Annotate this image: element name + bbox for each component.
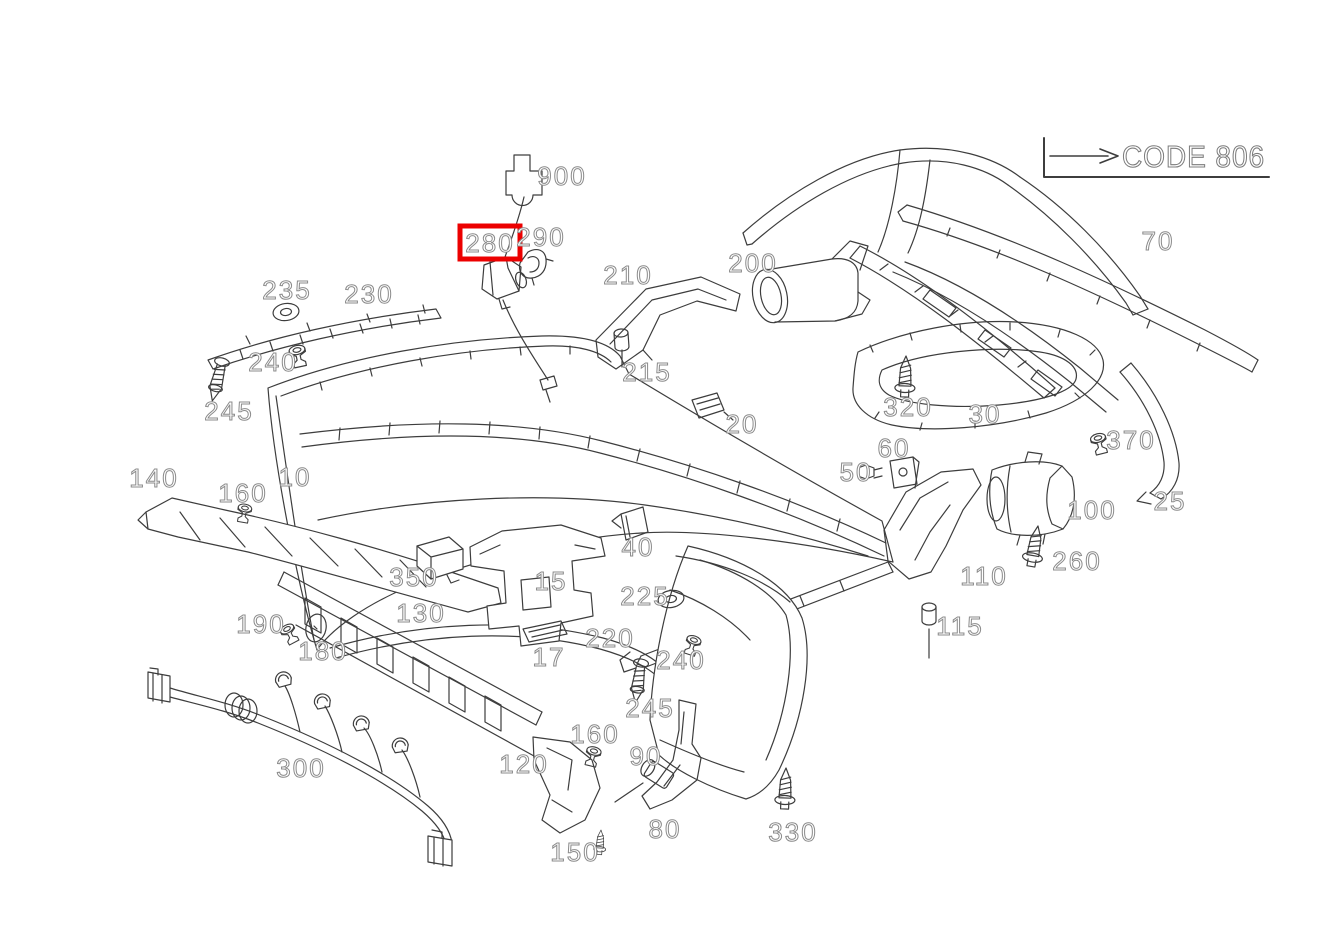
part-label-130[interactable]: 130 <box>396 598 445 629</box>
part-label-90[interactable]: 90 <box>629 741 663 772</box>
code-banner-label: CODE 806 <box>1122 139 1265 174</box>
part-label-220[interactable]: 220 <box>585 623 634 654</box>
part-drawing-bracket-140 <box>137 497 502 613</box>
part-label-50[interactable]: 50 <box>839 457 873 488</box>
part-label-200[interactable]: 200 <box>728 248 777 279</box>
part-drawing-diffuser-130 <box>277 571 543 757</box>
part-label-215[interactable]: 215 <box>622 357 671 388</box>
part-drawing-holder-900-icon <box>502 154 549 381</box>
part-drawing-plate-60 <box>889 456 920 489</box>
part-drawing-exhaust-tip-200 <box>751 240 871 324</box>
part-label-60[interactable]: 60 <box>877 433 911 464</box>
part-label-190[interactable]: 190 <box>236 609 285 640</box>
part-drawing-plate-40 <box>611 506 649 541</box>
part-drawing-frame-210 <box>595 276 741 370</box>
part-label-160[interactable]: 160 <box>218 478 267 509</box>
part-label-110[interactable]: 110 <box>960 561 1007 592</box>
part-label-20[interactable]: 20 <box>725 409 759 440</box>
part-drawing-upper-trim-assembly <box>742 147 1149 413</box>
part-drawing-bracket-110 <box>883 468 982 580</box>
part-label-235[interactable]: 235 <box>262 275 311 306</box>
part-label-30[interactable]: 30 <box>968 399 1002 430</box>
part-drawing-sensor-280 <box>481 256 528 310</box>
code-banner <box>1043 137 1270 178</box>
hardware-fasteners <box>204 301 1110 856</box>
part-label-140[interactable]: 140 <box>129 463 178 494</box>
highlight-box <box>457 223 523 262</box>
part-label-300[interactable]: 300 <box>276 753 325 784</box>
part-label-180[interactable]: 180 <box>298 636 347 667</box>
part-label-150[interactable]: 150 <box>550 837 599 868</box>
part-label-120[interactable]: 120 <box>499 749 548 780</box>
part-label-225[interactable]: 225 <box>620 581 669 612</box>
part-drawing-bracket-20 <box>691 392 734 421</box>
part-label-245[interactable]: 245 <box>625 693 674 724</box>
part-label-100[interactable]: 100 <box>1067 495 1116 526</box>
part-label-240[interactable]: 240 <box>248 347 297 378</box>
part-drawing-strip-230 <box>207 304 442 370</box>
part-drawing-grille-30 <box>852 320 1105 431</box>
part-label-280[interactable]: 280 <box>465 228 514 259</box>
part-label-160[interactable]: 160 <box>570 719 619 750</box>
part-label-210[interactable]: 210 <box>603 260 652 291</box>
part-drawing-strip-70 <box>897 204 1259 373</box>
part-drawing-holder-80 <box>641 699 702 810</box>
part-label-230[interactable]: 230 <box>344 279 393 310</box>
part-drawing-strip-17 <box>522 620 568 643</box>
part-label-350[interactable]: 350 <box>389 562 438 593</box>
part-drawing-retainer-290 <box>518 249 554 286</box>
code-arrow-icon <box>1049 148 1119 164</box>
part-label-330[interactable]: 330 <box>768 817 817 848</box>
part-drawing-bracket-120 <box>532 736 601 834</box>
part-label-260[interactable]: 260 <box>1052 546 1101 577</box>
part-label-70[interactable]: 70 <box>1141 226 1175 257</box>
part-drawing-nut-50 <box>857 464 883 480</box>
part-label-245[interactable]: 245 <box>204 396 253 427</box>
part-drawing-plug-90 <box>614 759 675 803</box>
part-label-320[interactable]: 320 <box>883 392 932 423</box>
part-label-240[interactable]: 240 <box>656 645 705 676</box>
part-label-10[interactable]: 10 <box>278 462 312 493</box>
part-drawing-harness-300 <box>147 667 453 867</box>
part-label-370[interactable]: 370 <box>1106 425 1155 456</box>
part-label-80[interactable]: 80 <box>648 814 682 845</box>
part-label-900[interactable]: 900 <box>537 161 586 192</box>
part-drawing-bracket-15 <box>469 524 606 647</box>
part-drawing-strip-25 <box>1119 362 1180 505</box>
part-label-15[interactable]: 15 <box>534 566 568 597</box>
part-drawing-module-350 <box>416 536 464 584</box>
part-label-17[interactable]: 17 <box>532 642 566 673</box>
part-drawing-bumper-corner <box>649 545 808 800</box>
pad-180 <box>305 613 327 643</box>
part-label-290[interactable]: 290 <box>516 222 565 253</box>
part-label-40[interactable]: 40 <box>621 532 655 563</box>
part-drawing-housing-100 <box>986 451 1075 546</box>
part-label-115[interactable]: 115 <box>936 611 983 642</box>
part-label-25[interactable]: 25 <box>1153 486 1187 517</box>
